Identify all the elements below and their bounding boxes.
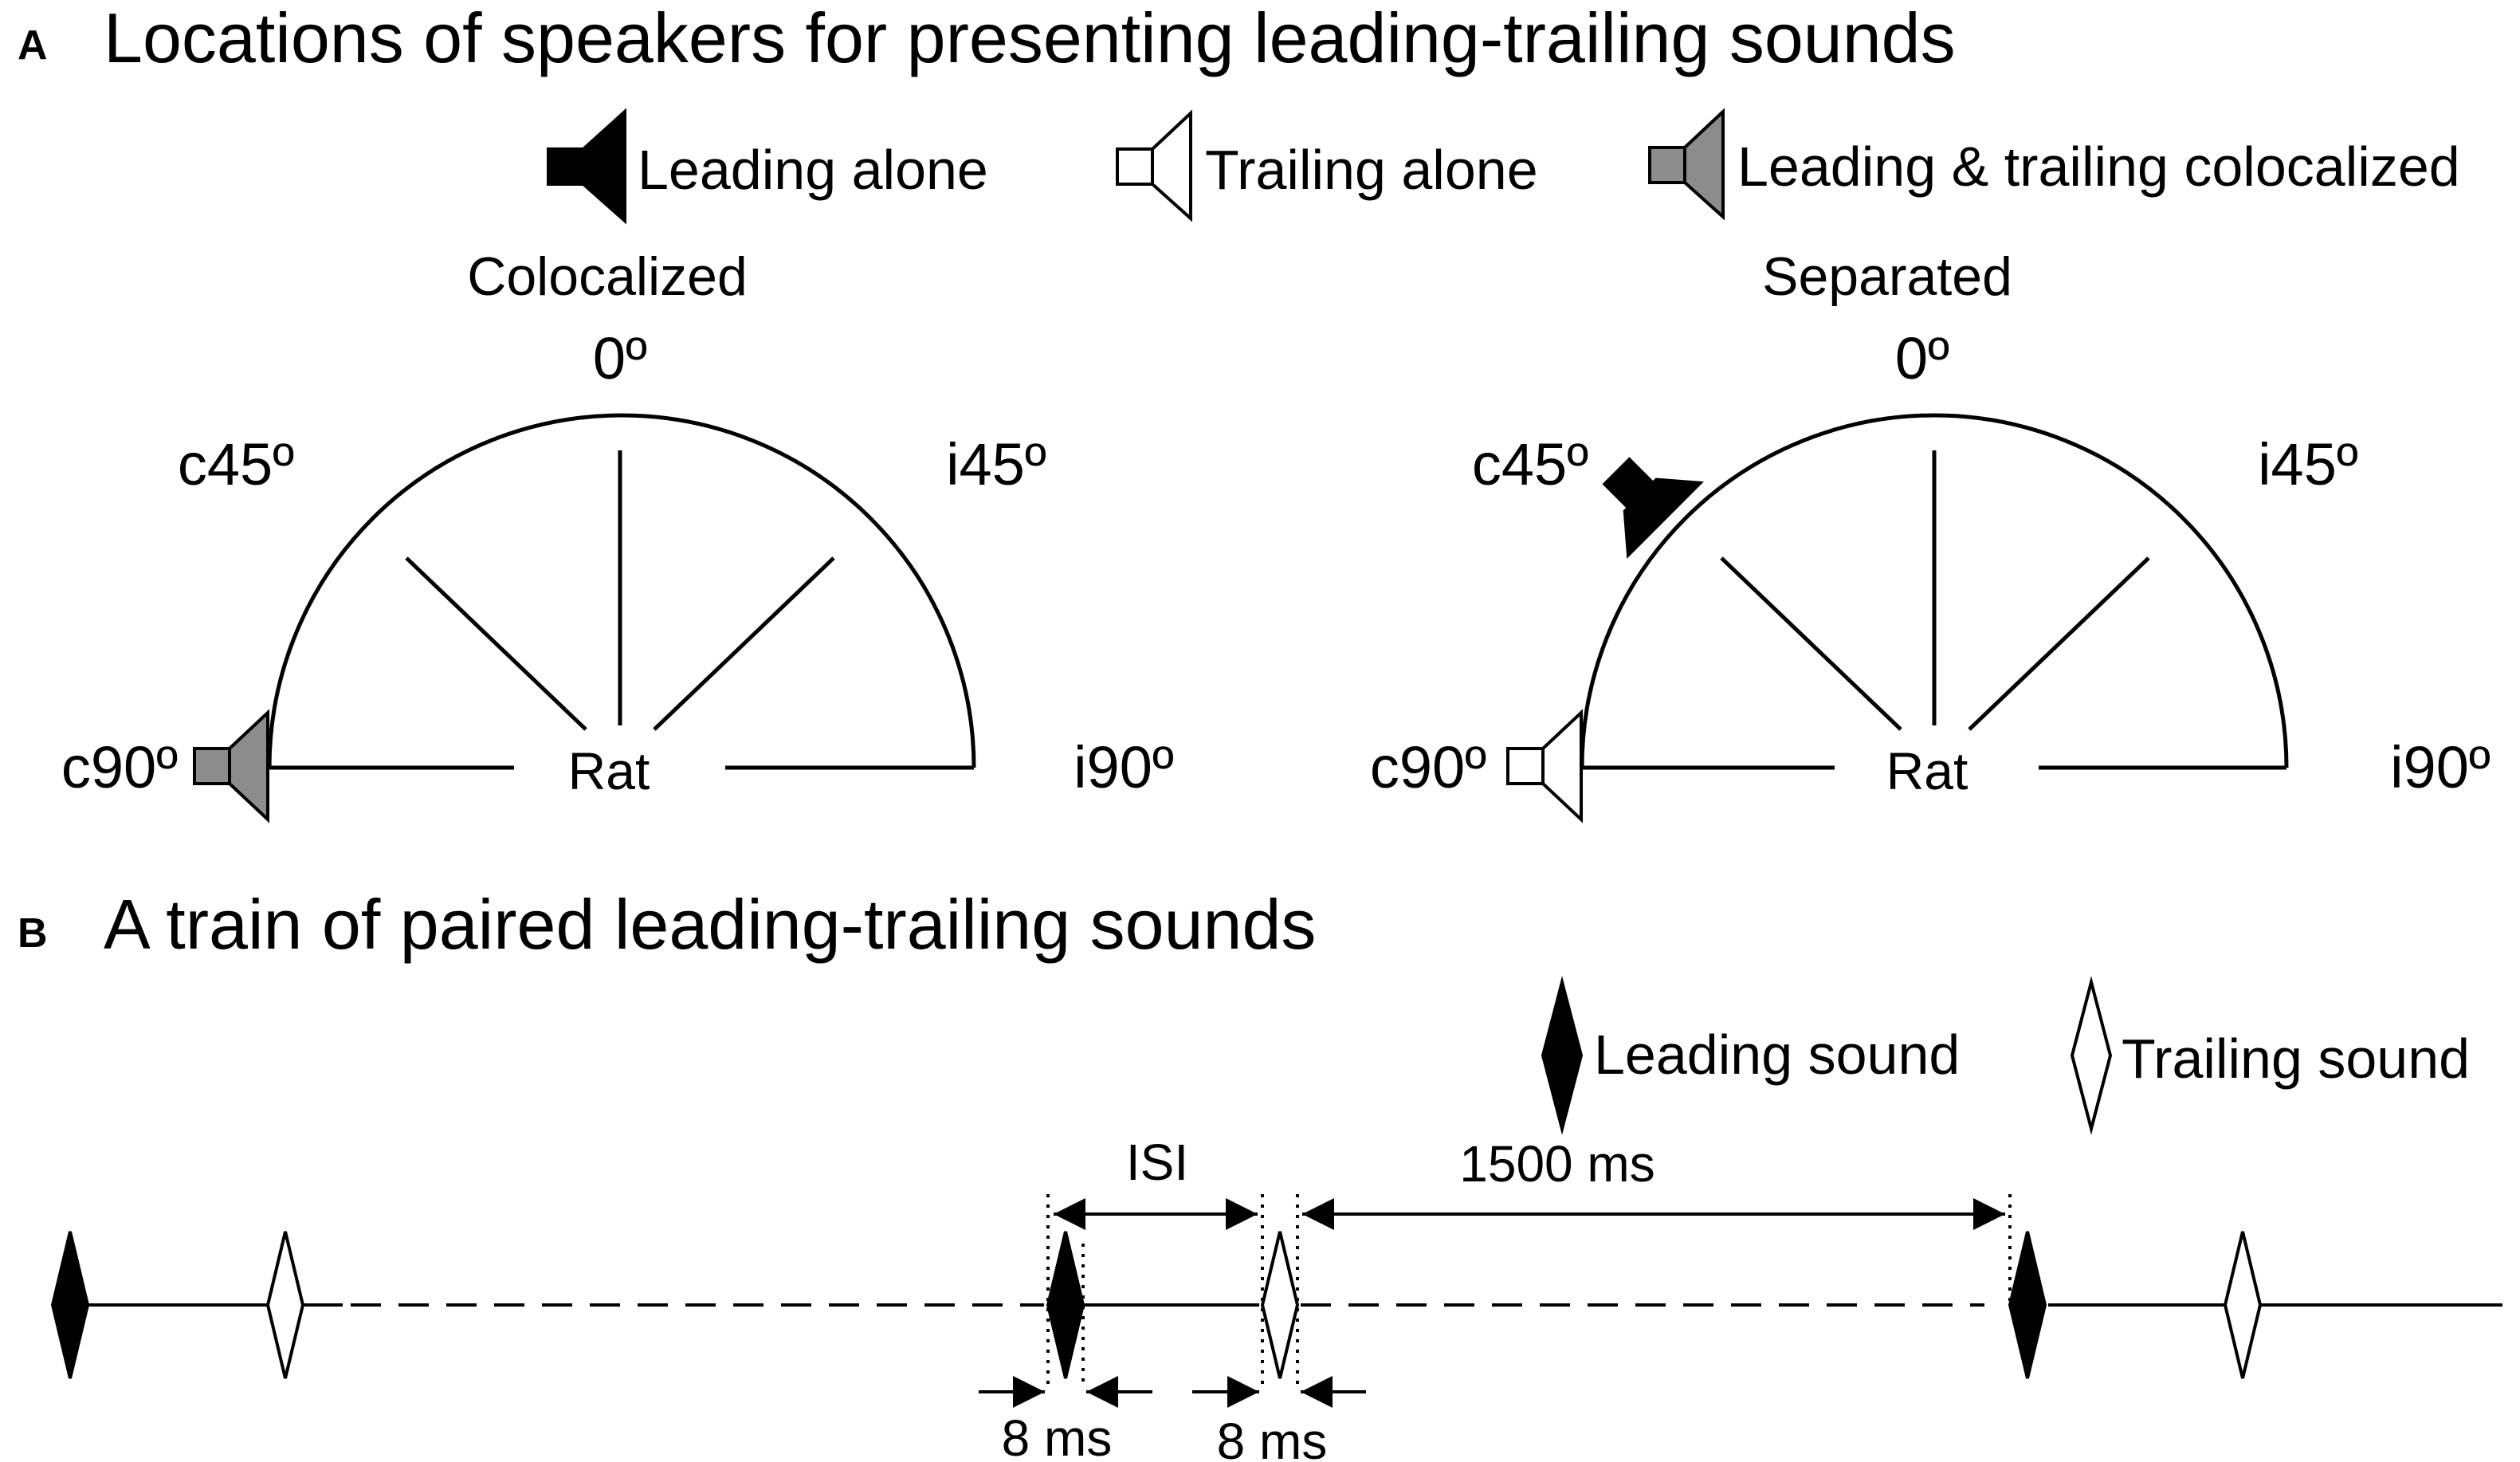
legend-leading-sound-diamond-icon <box>1541 976 1584 1135</box>
panel-b-legend: Leading sound Trailing sound <box>1541 976 2470 1135</box>
legend-trailing-sound-diamond-icon <box>2070 976 2113 1135</box>
trailing-duration-label: 8 ms <box>1217 1413 1328 1462</box>
legend-trailing-sound: Trailing sound <box>2122 1028 2470 1090</box>
separated-angle-c90: c90º <box>1370 734 1486 800</box>
isi-label: ISI <box>1126 1134 1188 1191</box>
panel-b-title: A train of paired leading-trailing sound… <box>104 885 1316 964</box>
colocalized-angle-c90: c90º <box>61 734 178 800</box>
colocalized-angle-c45: c45º <box>178 431 294 497</box>
leading-sound-2-diamond <box>1046 1231 1085 1379</box>
colocalized-speaker-at-c90-icon <box>193 709 269 823</box>
separated-semicircle <box>1580 413 2289 768</box>
separated-leading-speaker-at-c45-icon <box>1602 457 1704 559</box>
panel-a-letter: A <box>18 22 48 69</box>
legend-leading-alone: Leading alone <box>638 139 988 201</box>
separated-angle-i90: i90º <box>2390 734 2491 800</box>
trailing-sound-1-diamond <box>265 1231 305 1379</box>
separated-title: Separated <box>1762 246 2012 307</box>
leading-sound-1-diamond <box>50 1231 90 1379</box>
leading-duration-label: 8 ms <box>1002 1409 1113 1462</box>
separated-diagram: Separated 0º c45º i45º c90º i90º Rat <box>1370 246 2491 823</box>
panel-b: B A train of paired leading-trailing sou… <box>18 885 2502 1462</box>
legend-colocalized: Leading & trailing colocalized <box>1737 136 2460 198</box>
separated-angle-0: 0º <box>1895 325 1949 391</box>
colocalized-speaker-icon <box>1648 108 1725 221</box>
separated-ray-c45 <box>1720 556 1902 731</box>
separated-rat-label: Rat <box>1886 741 1969 800</box>
separated-angle-i45: i45º <box>2258 431 2358 497</box>
legend-leading-sound: Leading sound <box>1594 1024 1960 1086</box>
separated-angle-c45: c45º <box>1472 431 1588 497</box>
trailing-sound-3-diamond <box>2223 1231 2263 1379</box>
leading-alone-speaker-icon <box>547 108 626 225</box>
leading-sound-3-diamond <box>2008 1231 2047 1379</box>
colocalized-ray-i45 <box>653 556 835 731</box>
trailing-alone-speaker-icon <box>1116 109 1192 222</box>
panel-a-title: Locations of speakers for presenting lea… <box>104 0 1956 77</box>
colocalized-semicircle <box>267 413 976 768</box>
colocalized-diagram: Colocalized 0º c45º i45º c90º i90º Rat <box>61 246 1174 823</box>
colocalized-angle-0: 0º <box>593 325 647 391</box>
panel-a-legend: Leading alone Trailing alone Leading & t… <box>547 108 2460 225</box>
legend-trailing-alone: Trailing alone <box>1205 139 1538 201</box>
panel-b-letter: B <box>18 910 48 957</box>
separated-trailing-speaker-at-c90-icon <box>1506 709 1583 823</box>
interval-1500ms-label: 1500 ms <box>1459 1135 1654 1193</box>
trailing-sound-2-diamond <box>1260 1231 1300 1379</box>
separated-ray-i45 <box>1968 556 2150 731</box>
panel-a: A Locations of speakers for presenting l… <box>18 0 2491 823</box>
colocalized-title: Colocalized <box>467 246 748 307</box>
sound-train-timeline: ISI 1500 ms 8 ms 8 ms <box>50 1134 2502 1462</box>
colocalized-rat-label: Rat <box>568 741 650 800</box>
colocalized-angle-i90: i90º <box>1074 734 1174 800</box>
colocalized-ray-c45 <box>405 556 587 731</box>
colocalized-angle-i45: i45º <box>946 431 1046 497</box>
